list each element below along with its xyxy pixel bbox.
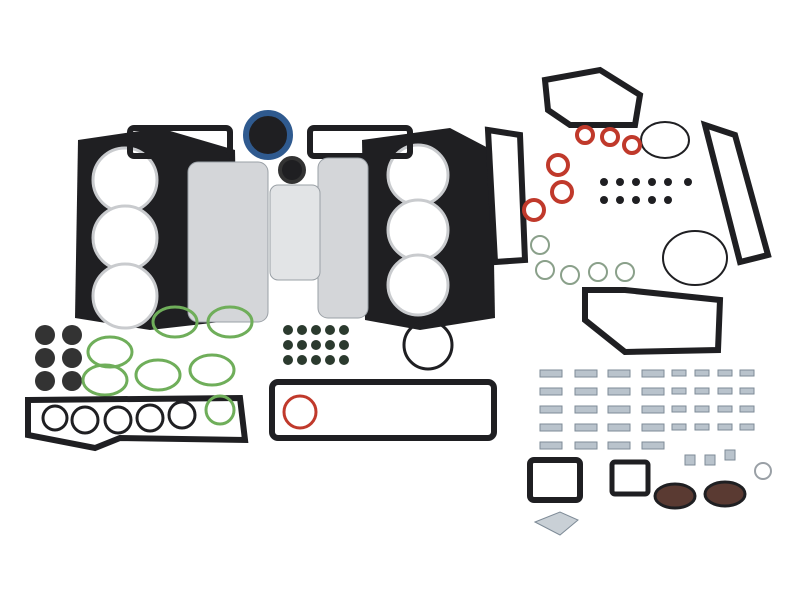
small-square-gasket — [609, 459, 651, 497]
spark-plug-seals — [41, 394, 236, 435]
oring-top — [640, 121, 690, 159]
flange-seal-right — [703, 480, 747, 508]
red-seals-right — [522, 125, 642, 222]
thermostat-gasket — [527, 457, 583, 503]
intake-gasket-left — [484, 126, 529, 266]
valve-stem-seals-center — [283, 325, 349, 365]
valve-cover-gasket-left — [25, 394, 249, 452]
oring-large-right — [662, 230, 728, 286]
flange-gaskets — [269, 184, 321, 281]
timing-cover-gasket — [582, 287, 724, 356]
green-o-rings — [81, 305, 254, 397]
steel-plate-gasket — [533, 511, 579, 536]
large-o-ring — [402, 319, 454, 371]
crank-seal — [243, 110, 293, 160]
exhaust-gasket-right — [317, 157, 369, 319]
shaft-seal — [278, 156, 306, 184]
exhaust-gasket-left — [187, 161, 269, 323]
valve-stem-seals-left — [35, 325, 82, 391]
flange-seal-left — [653, 482, 697, 510]
small-o-rings-right — [600, 178, 692, 204]
cam-cover-gasket-left — [127, 125, 233, 159]
cam-cover-gasket-right — [307, 125, 413, 159]
intake-gasket-right — [700, 120, 772, 266]
water-pump-gasket — [541, 66, 644, 128]
right-head-gasket — [362, 128, 495, 330]
red-seal — [282, 394, 318, 430]
valve-cover-gasket-right — [269, 379, 497, 441]
washer — [754, 462, 772, 480]
grey-o-rings — [530, 235, 635, 285]
bolts — [539, 369, 755, 466]
